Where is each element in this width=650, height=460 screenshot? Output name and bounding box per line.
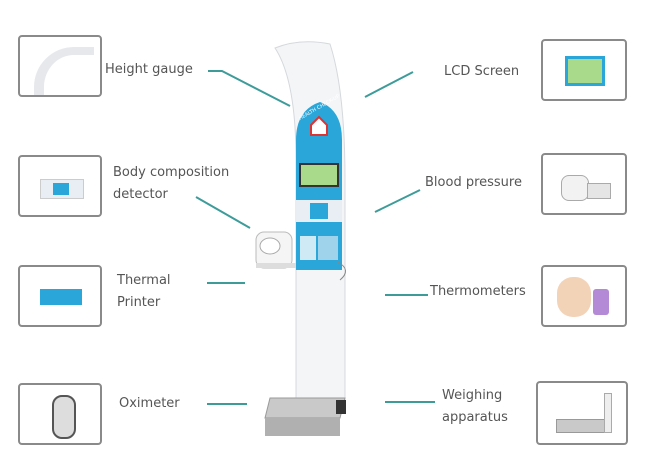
label-blood-pressure: Blood pressure xyxy=(425,175,522,190)
height-gauge-thumbnail xyxy=(18,35,102,97)
label-weighing-2: apparatus xyxy=(442,410,508,425)
label-lcd-screen: LCD Screen xyxy=(444,64,520,79)
line-blood-pressure xyxy=(374,189,421,213)
label-body-composition-1: Body composition xyxy=(113,165,230,180)
blood-pressure-thumbnail xyxy=(541,153,627,215)
label-oximeter: Oximeter xyxy=(119,396,180,411)
label-weighing-1: Weighing xyxy=(442,388,503,403)
weighing-apparatus-thumbnail xyxy=(536,381,628,445)
label-thermometers: Thermometers xyxy=(430,284,526,299)
thermal-printer-thumbnail xyxy=(18,265,102,327)
label-thermal-printer-1: Thermal xyxy=(117,273,171,288)
thermometer-thumbnail xyxy=(541,265,627,327)
label-body-composition-2: detector xyxy=(113,187,168,202)
line-body-composition xyxy=(195,196,251,229)
label-height-gauge: Height gauge xyxy=(105,62,193,77)
line-lcd xyxy=(364,71,414,98)
lcd-screen-thumbnail xyxy=(541,39,627,101)
line-height-gauge xyxy=(208,70,291,107)
oximeter-thumbnail xyxy=(18,383,102,445)
label-thermal-printer-2: Printer xyxy=(117,295,161,310)
body-composition-thumbnail xyxy=(18,155,102,217)
health-kiosk-image: HEALTH CHECK-UP xyxy=(255,41,346,436)
callout-lines xyxy=(195,70,435,405)
